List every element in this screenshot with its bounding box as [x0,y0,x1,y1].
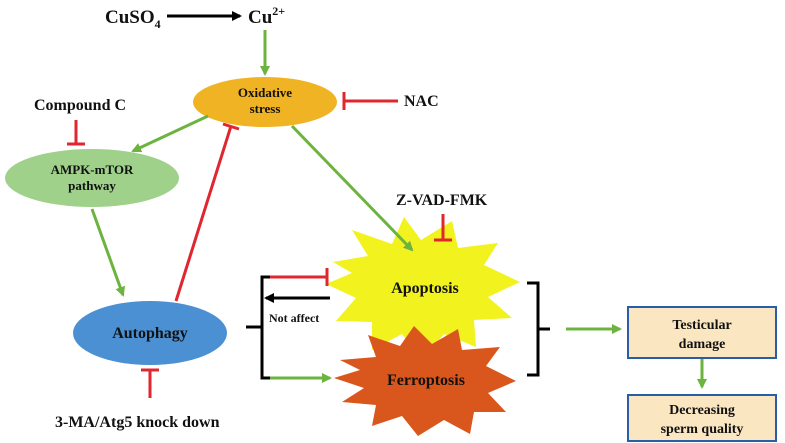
autophagy-node: Autophagy [73,301,227,365]
nac-inhibit-bar-icon [342,92,398,110]
apoptosis-node: Apoptosis [326,217,520,360]
oxidative-label-2: stress [250,101,281,116]
ampk-to-autophagy-arrow-icon [90,208,125,297]
cu-ion-label: Cu2+ [248,4,285,28]
nac-label: NAC [404,93,439,110]
oxidative-to-ampk-arrow-icon [131,114,209,153]
cuso4-label: CuSO4 [105,7,161,31]
right-bracket [527,281,550,377]
compound-c-inhibit-bar-icon [67,120,85,146]
testicular-damage-box: Testicular damage [627,306,777,359]
ampk-label-2: pathway [68,178,116,193]
decreasing-label-1: Decreasing [669,403,735,418]
oxidative-to-apoptosis-arrow-icon [290,124,414,252]
oxidative-label-1: Oxidative [238,85,292,100]
zvad-inhibit-bar-icon [434,214,452,242]
autophagy-inhibit-apoptosis-bar-icon [270,268,329,286]
not-affect-label: Not affect [269,311,319,325]
testicular-label-1: Testicular [672,318,731,333]
ferroptosis-label: Ferroptosis [387,372,465,389]
knockdown-inhibit-bar-icon [141,368,159,398]
autophagy-label: Autophagy [112,325,188,342]
ferroptosis-node: Ferroptosis [334,326,516,436]
testicular-label-2: damage [679,337,726,352]
compound-c-label: Compound C [34,97,126,114]
autophagy-inhibit-oxidative-bar-icon [174,122,240,302]
ampk-mtor-node: AMPK-mTOR pathway [5,149,179,207]
knockdown-label: 3-MA/Atg5 knock down [55,414,220,431]
sperm-quality-box: Decreasing sperm quality [627,394,777,442]
left-bracket [246,275,272,380]
zvad-label: Z-VAD-FMK [396,192,488,209]
ampk-label-1: AMPK-mTOR [51,162,134,177]
decreasing-label-2: sperm quality [661,422,744,437]
apoptosis-label: Apoptosis [391,280,459,297]
oxidative-stress-node: Oxidative stress [193,77,337,127]
